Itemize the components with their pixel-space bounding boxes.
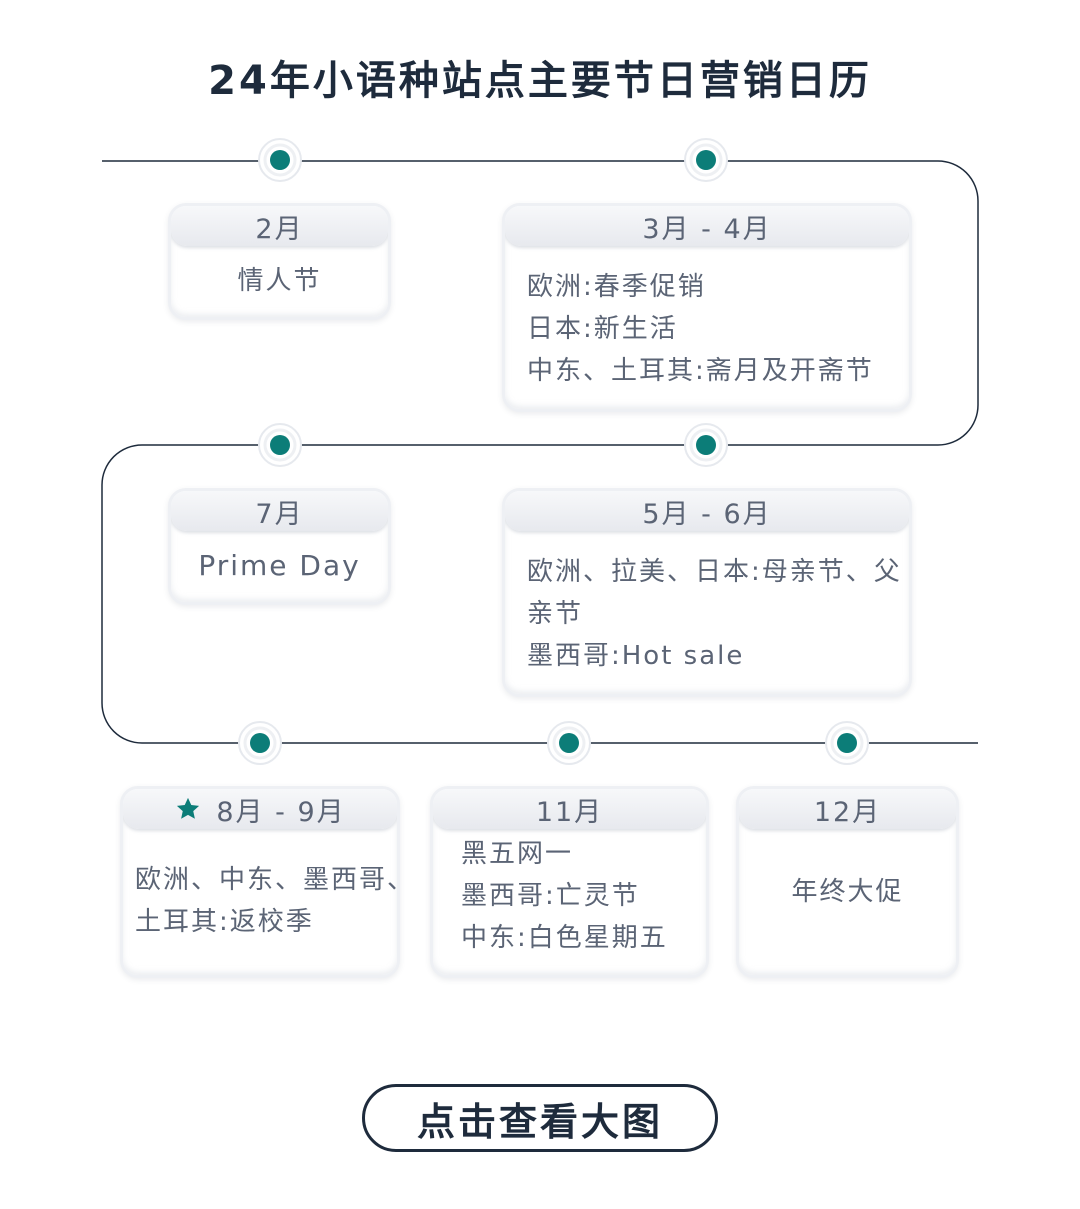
card-month: 11月: [433, 789, 706, 829]
card-month: 8月 - 9月: [216, 796, 346, 828]
card-may-jun: 5月 - 6月 欧洲、拉美、日本:母亲节、父 亲节 墨西哥:Hot sale: [502, 488, 912, 697]
view-large-image-button[interactable]: 点击查看大图: [362, 1084, 718, 1152]
card-jul: 7月 Prime Day: [168, 488, 391, 605]
timeline-node-may-jun: [684, 423, 728, 467]
card-line: 日本:新生活: [527, 314, 678, 344]
card-feb: 2月 情人节: [168, 203, 391, 320]
card-line: 墨西哥:亡灵节: [461, 881, 640, 911]
star-icon: [177, 797, 200, 819]
card-month: 2月: [171, 206, 388, 246]
card-line: 中东:白色星期五: [461, 923, 668, 953]
timeline-node-aug-sep: [238, 721, 282, 765]
card-aug-sep: 8月 - 9月 欧洲、中东、墨西哥、 土耳其:返校季: [120, 786, 400, 978]
page-title: 24年小语种站点主要节日营销日历: [208, 58, 872, 104]
card-line: 亲节: [527, 599, 584, 629]
card-line: 年终大促: [791, 877, 904, 907]
timeline-node-feb: [258, 138, 302, 182]
timeline-node-mar-apr: [684, 138, 728, 182]
card-line: 欧洲、中东、墨西哥、: [135, 865, 400, 895]
card-line: 欧洲:春季促销: [527, 272, 706, 302]
timeline-node-dec: [825, 721, 869, 765]
card-line: 黑五网一: [461, 839, 574, 869]
card-nov: 11月 黑五网一 墨西哥:亡灵节 中东:白色星期五: [430, 786, 709, 978]
card-month: 3月 - 4月: [505, 206, 909, 246]
timeline-node-jul: [258, 423, 302, 467]
card-month: 7月: [171, 491, 388, 531]
card-line: 土耳其:返校季: [135, 907, 314, 937]
card-line: Prime Day: [198, 549, 361, 582]
card-dec: 12月 年终大促: [736, 786, 959, 978]
card-line: 情人节: [237, 266, 322, 296]
card-mar-apr: 3月 - 4月 欧洲:春季促销 日本:新生活 中东、土耳其:斋月及开斋节: [502, 203, 912, 412]
card-month: 12月: [739, 789, 956, 829]
card-line: 墨西哥:Hot sale: [527, 641, 745, 671]
timeline-node-nov: [547, 721, 591, 765]
card-month: 5月 - 6月: [505, 491, 909, 531]
card-line: 欧洲、拉美、日本:母亲节、父: [527, 557, 902, 587]
card-line: 中东、土耳其:斋月及开斋节: [527, 356, 874, 386]
